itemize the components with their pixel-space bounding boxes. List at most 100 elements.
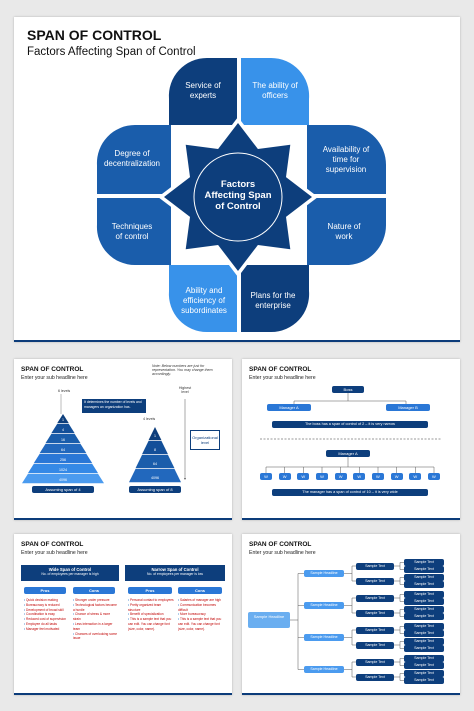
slide-subtitle: Enter your sub headline here: [21, 375, 88, 381]
sample-text-leaf: Sample Text: [404, 677, 444, 684]
tree-connector: [394, 577, 404, 585]
sample-text-leaf: Sample Text: [404, 574, 444, 581]
worker-box: W: [297, 473, 310, 480]
tree-connector: [344, 661, 356, 678]
list-item: Chance of stress & more strain: [73, 612, 117, 622]
callout-box: It determines the number of levels and m…: [82, 399, 146, 413]
worker-box: W: [278, 473, 291, 480]
list-item: Benefit of specialization: [128, 612, 174, 617]
sample-text-leaf: Sample Text: [404, 645, 444, 652]
note-text: Note: Below numbers are just for represe…: [152, 364, 213, 376]
slide-subtitle: Enter your sub headline here: [21, 550, 88, 556]
sample-text-leaf: Sample Text: [404, 662, 444, 669]
org-level-box: Organizational level: [190, 430, 220, 450]
sample-text-leaf: Sample Text: [404, 598, 444, 605]
sample-headline: Sample Headline: [304, 602, 344, 609]
list-item: Bureaucracy is reduced: [24, 603, 68, 608]
worker-box: W: [260, 473, 272, 480]
assuming-span-4-label: Assuming span of 4: [32, 486, 94, 493]
wide-span-header: Wide Span of Control No. of employees pe…: [21, 565, 119, 581]
pyramid-tier-label: 4: [62, 428, 64, 432]
sample-text-mid: Sample Text: [356, 562, 394, 570]
tree-connector: [394, 562, 404, 570]
sample-text-mid: Sample Text: [356, 673, 394, 681]
list-item: More bureaucracy: [178, 612, 224, 617]
list-item: Salaries of manager are high: [178, 598, 224, 603]
slide-pros-cons: SPAN OF CONTROL Enter your sub headline …: [14, 534, 232, 695]
tree-connector: [290, 573, 299, 670]
list-item: Manager feel motivated: [24, 627, 68, 632]
tree-connector: [344, 629, 356, 646]
pyramid-tier: [135, 455, 175, 469]
sample-text-leaf: Sample Text: [404, 591, 444, 598]
sample-text-mid: Sample Text: [356, 609, 394, 617]
slide-tree: SPAN OF CONTROL Enter your sub headline …: [242, 534, 460, 695]
pyramid-tier: [45, 434, 81, 444]
pyramid-tier-label: 16: [61, 438, 65, 442]
slide-subtitle: Enter your sub headline here: [249, 375, 316, 381]
pyramid-tier-label: 8: [154, 448, 156, 452]
slide-title: SPAN OF CONTROL: [27, 27, 162, 43]
pyramid-tier: [51, 424, 75, 434]
worker-box: W: [409, 473, 422, 480]
sample-text-leaf: Sample Text: [404, 630, 444, 637]
sample-text-mid: Sample Text: [356, 641, 394, 649]
sample-text-leaf: Sample Text: [404, 623, 444, 630]
narrow-cons-tab: Cons: [178, 587, 222, 594]
list-item: Communication becomes difficult: [178, 603, 224, 613]
wide-pros-list: Quick decision makingBureaucracy is redu…: [24, 598, 68, 632]
narrow-span-subtitle: No. of employees per manager is low: [147, 572, 203, 577]
slide-pyramids: SPAN OF CONTROL Enter your sub headline …: [14, 359, 232, 520]
slide-title: SPAN OF CONTROL: [21, 366, 84, 373]
list-item: Personal contact to employees: [128, 598, 174, 603]
pyramid-tier-label: 4096: [151, 476, 159, 480]
tree-connector: [394, 594, 404, 602]
slide-footer-bar: [14, 340, 460, 342]
pyramid-tier-label: 64: [61, 448, 65, 452]
sample-text-leaf: Sample Text: [404, 613, 444, 620]
main-slide: SPAN OF CONTROL Factors Affecting Span o…: [14, 17, 460, 342]
pyramid-tier: [27, 464, 99, 474]
list-item: Pretty organized team structure: [128, 603, 174, 613]
levels-a-label: 6 levels: [58, 389, 71, 393]
worker-box: W: [371, 473, 384, 480]
wide-cons-tab: Cons: [73, 587, 115, 594]
narrow-span-title: Narrow Span of Control: [151, 567, 199, 572]
tree-connector: [344, 565, 356, 582]
worker-box: W: [353, 473, 366, 480]
sample-text-mid: Sample Text: [356, 577, 394, 585]
sample-text-leaf: Sample Text: [404, 559, 444, 566]
boss-box: Boss: [332, 386, 364, 393]
sample-text-mid: Sample Text: [356, 658, 394, 666]
worker-box: W: [315, 473, 328, 480]
tree-connector: [394, 609, 404, 617]
worker-box: W: [427, 473, 440, 480]
slide-footer-bar: [14, 693, 232, 695]
tree-connector: [394, 673, 404, 681]
list-item: Less interaction in a larger team: [73, 622, 117, 632]
worker-box: W: [390, 473, 403, 480]
sample-text-mid: Sample Text: [356, 594, 394, 602]
narrow-pros-list: Personal contact to employeesPretty orga…: [128, 598, 174, 632]
list-item: Technological factors become a hurdle: [73, 603, 117, 613]
slide-title: SPAN OF CONTROL: [249, 366, 312, 373]
sample-text-leaf: Sample Text: [404, 581, 444, 588]
tree-connector: [394, 658, 404, 666]
sample-text-mid: Sample Text: [356, 626, 394, 634]
slide-title: SPAN OF CONTROL: [249, 541, 312, 548]
pyramid-tier-label: 1: [62, 418, 64, 422]
worker-box: W: [334, 473, 347, 480]
tree-connector: [394, 626, 404, 634]
list-item: Reduced cost of supervision: [24, 617, 68, 622]
